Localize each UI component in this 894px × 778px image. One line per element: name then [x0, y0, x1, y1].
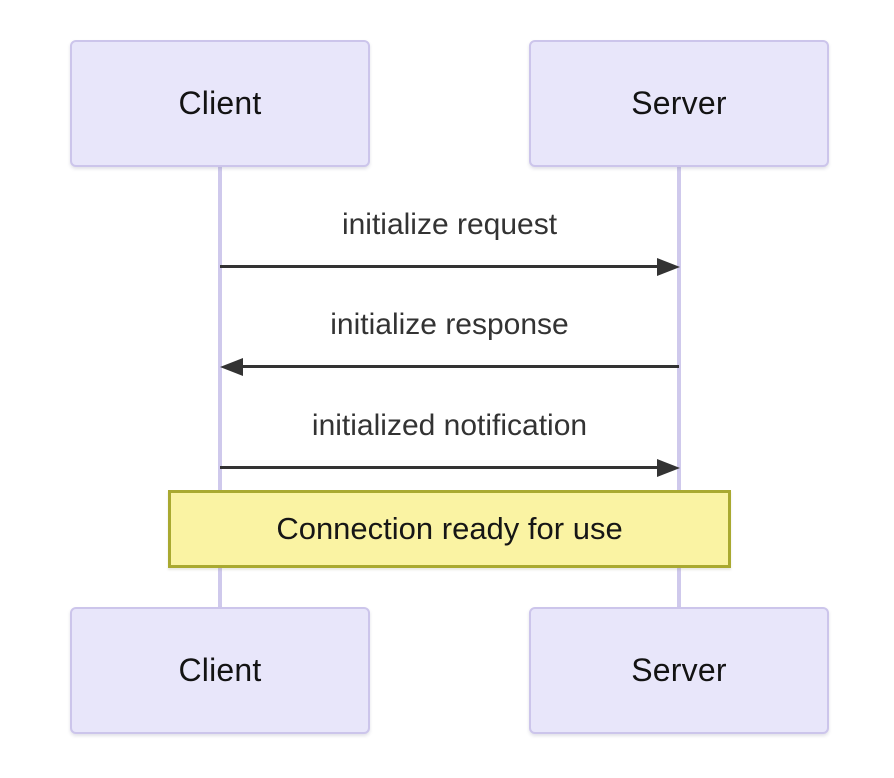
message-initialize-response-label: initialize response — [330, 308, 569, 341]
message-initialize-request-label: initialize request — [341, 208, 558, 241]
message-initialized-notification-label: initialized notification — [311, 409, 588, 442]
actor-client-top: Client — [70, 40, 370, 167]
arrow-left-icon — [220, 358, 243, 376]
arrow-right-icon — [657, 258, 680, 276]
actor-client-bottom-label: Client — [178, 652, 262, 688]
actor-server-top-label: Server — [631, 85, 727, 121]
note-label: Connection ready for use — [276, 511, 623, 546]
message-initialize-response-line — [243, 365, 679, 368]
actor-server-top: Server — [529, 40, 829, 167]
note-box: Connection ready for use — [168, 490, 731, 568]
actor-client-top-label: Client — [178, 85, 262, 121]
actor-server-bottom-label: Server — [631, 652, 727, 688]
client-lifeline — [218, 167, 222, 607]
message-initialized-notification-line — [220, 466, 658, 469]
arrow-right-icon — [657, 459, 680, 477]
actor-server-bottom: Server — [529, 607, 829, 734]
server-lifeline — [677, 167, 681, 607]
actor-client-bottom: Client — [70, 607, 370, 734]
message-initialize-request-line — [220, 265, 658, 268]
